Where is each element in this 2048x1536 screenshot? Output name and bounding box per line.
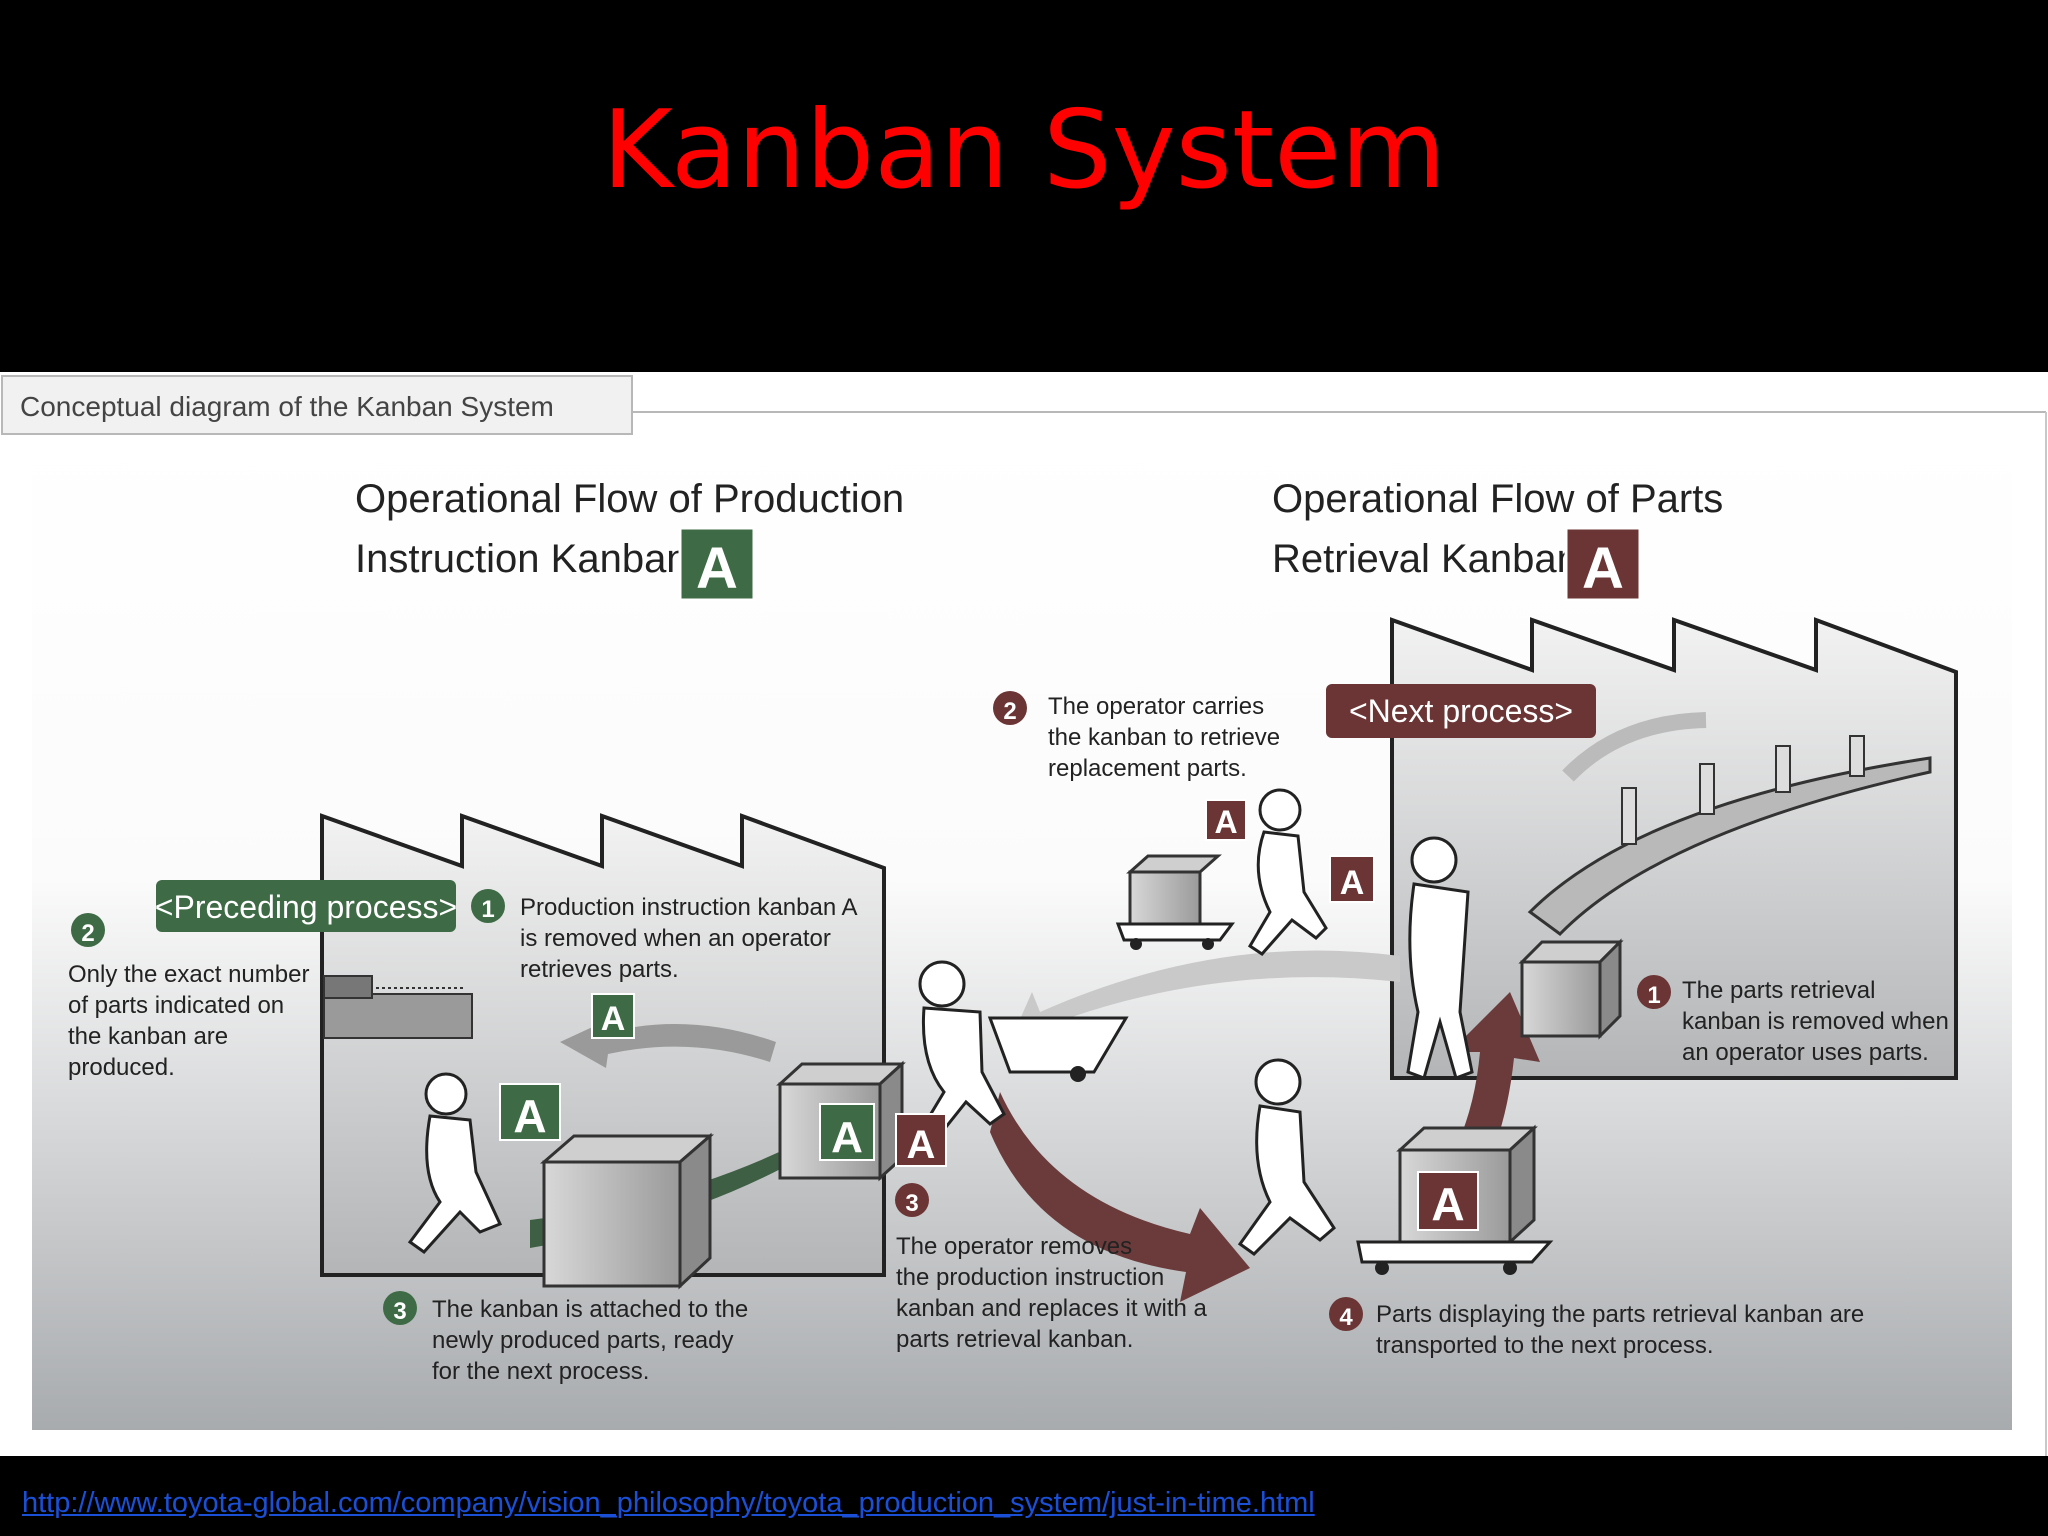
right-step3-line3: kanban and replaces it with a bbox=[896, 1295, 1208, 1322]
right-step4-number: 4 bbox=[1339, 1304, 1353, 1331]
kanban-card-removed-left: A bbox=[591, 993, 635, 1039]
produced-parts-box bbox=[539, 1132, 715, 1290]
left-step1-number: 1 bbox=[481, 896, 494, 923]
right-step3-line1: The operator removes bbox=[896, 1233, 1132, 1260]
left-heading-kanban-letter: A bbox=[696, 536, 738, 601]
left-step3-line2: newly produced parts, ready bbox=[432, 1327, 734, 1354]
kanban-card-held-left: A bbox=[499, 1083, 561, 1142]
conveyor-direction-arrow bbox=[1562, 712, 1707, 782]
left-step3-line3: for the next process. bbox=[432, 1358, 649, 1385]
transport-box: A bbox=[1396, 1124, 1538, 1246]
transport-box-kanban-letter: A bbox=[1431, 1178, 1464, 1230]
production-machine bbox=[323, 975, 473, 1039]
assembly-conveyor bbox=[1527, 735, 1932, 936]
diagram-panel: Conceptual diagram of the Kanban System … bbox=[0, 372, 2048, 1456]
next-process-kanban-letter: A bbox=[1340, 864, 1365, 902]
kanban-parts-box-center: A bbox=[776, 1060, 906, 1182]
right-heading-line2: Retrieval Kanban bbox=[1272, 537, 1579, 581]
right-step3-text: The operator removes the production inst… bbox=[896, 1233, 1214, 1353]
right-heading-line1: Operational Flow of Parts bbox=[1272, 477, 1723, 521]
right-step4-line2: transported to the next process. bbox=[1376, 1332, 1714, 1359]
diagram-tab bbox=[1, 375, 633, 435]
right-step1-line3: an operator uses parts. bbox=[1682, 1039, 1929, 1066]
hand-cart-center bbox=[987, 1016, 1129, 1082]
left-step2-line3: the kanban are bbox=[68, 1023, 228, 1050]
hand-cart-right bbox=[1356, 1240, 1554, 1275]
right-step1-badge: 1 bbox=[1637, 975, 1671, 1009]
right-step2-badge: 2 bbox=[993, 691, 1027, 725]
kanban-diagram: Conceptual diagram of the Kanban System … bbox=[1, 375, 2047, 1456]
worker-next-process bbox=[1406, 836, 1474, 1080]
preceding-process-label: <Preceding process> bbox=[155, 880, 457, 932]
left-heading-line2: Instruction Kanban bbox=[355, 537, 689, 581]
right-heading-kanban-icon: A bbox=[1564, 526, 1642, 602]
left-step1-line2: is removed when an operator bbox=[520, 925, 831, 952]
worker-returning bbox=[1247, 788, 1328, 956]
retrieval-return-arrow bbox=[1010, 950, 1400, 1042]
center-box-kanban-letter: A bbox=[831, 1113, 863, 1162]
right-step3-badge: 3 bbox=[895, 1183, 929, 1217]
left-step1-badge: 1 bbox=[471, 889, 505, 923]
right-step3-line4: parts retrieval kanban. bbox=[896, 1326, 1133, 1353]
next-process-text: <Next process> bbox=[1349, 693, 1573, 729]
left-step3-text: The kanban is attached to the newly prod… bbox=[432, 1296, 755, 1385]
right-step3-number: 3 bbox=[905, 1190, 918, 1217]
right-step1-line1: The parts retrieval bbox=[1682, 977, 1875, 1004]
left-step2-number: 2 bbox=[81, 920, 94, 947]
diagram-tab-label: Conceptual diagram of the Kanban System bbox=[20, 391, 554, 422]
right-step1-line2: kanban is removed when bbox=[1682, 1008, 1949, 1035]
right-step2-number: 2 bbox=[1003, 698, 1016, 725]
right-step3-line2: the production instruction bbox=[896, 1264, 1164, 1291]
left-step2-badge: 2 bbox=[71, 913, 105, 947]
preceding-process-text: <Preceding process> bbox=[155, 889, 457, 925]
worker-left-factory bbox=[407, 1072, 503, 1254]
left-step1-line3: retrieves parts. bbox=[520, 956, 679, 983]
right-step2-line3: replacement parts. bbox=[1048, 755, 1247, 782]
left-step2-line4: produced. bbox=[68, 1054, 175, 1081]
next-process-label: <Next process> bbox=[1326, 684, 1596, 738]
kanban-card-swap: A bbox=[895, 1113, 947, 1167]
left-heading-kanban-icon: A bbox=[678, 526, 756, 602]
source-link[interactable]: http://www.toyota-global.com/company/vis… bbox=[22, 1487, 1315, 1519]
right-heading-kanban-letter: A bbox=[1582, 536, 1624, 601]
removed-kanban-letter: A bbox=[601, 1000, 626, 1038]
kanban-card-carried: A bbox=[1205, 799, 1247, 841]
left-heading-line1: Operational Flow of Production bbox=[355, 477, 904, 521]
right-step2-line2: the kanban to retrieve bbox=[1048, 724, 1280, 751]
right-step4-text: Parts displaying the parts retrieval kan… bbox=[1376, 1301, 1871, 1359]
swap-kanban-letter: A bbox=[907, 1123, 936, 1167]
left-step3-number: 3 bbox=[393, 1298, 406, 1325]
transport-flow-arrow bbox=[990, 1092, 1250, 1302]
left-step2-text: Only the exact number of parts indicated… bbox=[68, 961, 316, 1081]
left-step3-line1: The kanban is attached to the bbox=[432, 1296, 748, 1323]
next-process-parts-box bbox=[1518, 938, 1624, 1040]
left-step1-text: Production instruction kanban A is remov… bbox=[520, 894, 863, 983]
right-step1-text: The parts retrieval kanban is removed wh… bbox=[1682, 977, 1956, 1066]
left-step3-badge: 3 bbox=[383, 1291, 417, 1325]
held-kanban-letter: A bbox=[513, 1090, 546, 1142]
left-step1-line1: Production instruction kanban A bbox=[520, 894, 858, 921]
kanban-card-next-process: A bbox=[1329, 855, 1375, 903]
kanban-removal-arrow bbox=[560, 1018, 776, 1068]
right-step4-badge: 4 bbox=[1329, 1297, 1363, 1331]
left-step2-line2: of parts indicated on bbox=[68, 992, 284, 1019]
worker-transporting bbox=[1237, 1058, 1336, 1256]
right-step1-number: 1 bbox=[1647, 982, 1660, 1009]
left-step2-line1: Only the exact number bbox=[68, 961, 309, 988]
right-step2-text: The operator carries the kanban to retri… bbox=[1048, 693, 1287, 782]
hand-cart-return bbox=[1115, 922, 1235, 950]
slide-title: Kanban System bbox=[602, 88, 1446, 213]
right-step2-line1: The operator carries bbox=[1048, 693, 1264, 720]
right-step4-line1: Parts displaying the parts retrieval kan… bbox=[1376, 1301, 1864, 1328]
worker-center bbox=[918, 960, 1006, 1145]
carried-kanban-letter: A bbox=[1214, 804, 1237, 840]
